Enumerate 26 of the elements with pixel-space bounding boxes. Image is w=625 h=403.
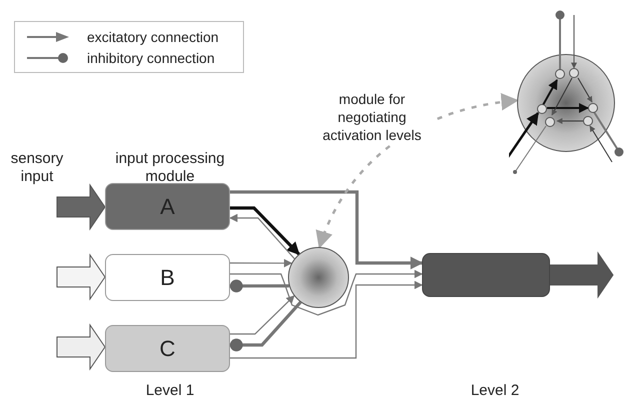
inhibitory-connection <box>230 280 290 292</box>
connection-arrow <box>230 258 292 268</box>
block-arrow <box>550 251 614 299</box>
connection-arrow <box>229 214 295 260</box>
text-label: Level 1 <box>144 382 196 400</box>
module-box <box>105 183 230 230</box>
text-label: sensory input <box>10 150 64 186</box>
module-label: A <box>160 193 175 221</box>
module-box <box>105 325 230 372</box>
module-label: B <box>160 264 175 292</box>
block-arrow <box>56 253 106 301</box>
connection-arrow <box>230 280 423 359</box>
text-label: input processing module <box>114 150 226 186</box>
connection-arrow <box>230 190 424 270</box>
connection-arrow <box>230 295 295 335</box>
text-label: Level 2 <box>470 382 520 400</box>
legend-text: inhibitory connection <box>87 51 215 65</box>
block-arrow <box>56 183 106 231</box>
level-2-box <box>422 253 550 297</box>
module-box <box>105 254 230 301</box>
module-label: C <box>160 335 176 363</box>
block-arrow <box>56 323 106 371</box>
inhibitory-connection <box>230 301 302 352</box>
connection-arrow <box>230 270 423 316</box>
legend-text: excitatory connection <box>87 30 219 44</box>
connection-arrow <box>230 206 300 256</box>
